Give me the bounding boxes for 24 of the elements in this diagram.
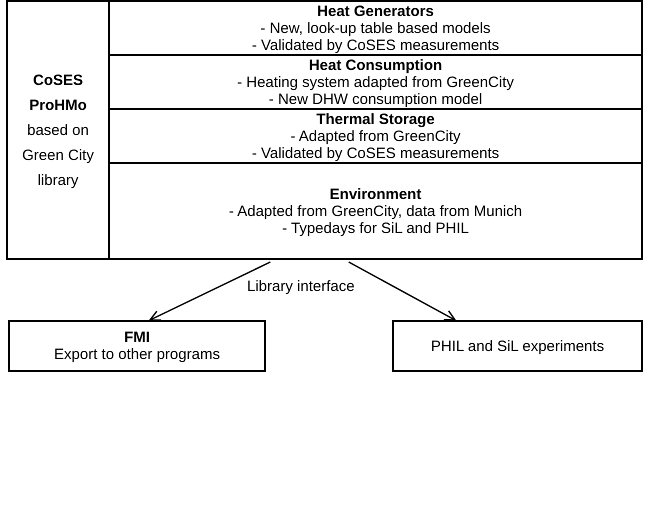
heading: Environment <box>330 186 422 202</box>
heading: Thermal Storage <box>316 110 435 128</box>
table-frame <box>6 0 643 260</box>
heading: Heat Generators <box>317 2 434 20</box>
text: PHIL and SiL experiments <box>430 338 604 354</box>
text: based on Green City library <box>21 120 95 190</box>
text: - Validated by CoSES measurements <box>252 144 500 162</box>
text: - Validated by CoSES measurements <box>252 36 500 54</box>
text: - Adapted from GreenCity <box>290 128 461 144</box>
output-box <box>392 320 643 372</box>
text: - New DHW consumption model <box>268 90 482 108</box>
text: - Heating system adapted from GreenCity <box>237 74 514 90</box>
heading: FMI <box>124 329 150 346</box>
arrow <box>348 261 456 321</box>
section-cell <box>108 108 643 162</box>
text: - Adapted from GreenCity, data from Munich <box>228 202 522 220</box>
output-box <box>8 320 266 372</box>
section-cell <box>108 54 643 108</box>
interface-label: Library interface <box>245 278 357 295</box>
text: - Typedays for SiL and PHIL <box>282 220 469 236</box>
text: Export to other programs <box>54 346 220 363</box>
text: - New, look-up table based models <box>260 20 491 36</box>
arrow <box>149 261 271 321</box>
heading: Heat Consumption <box>308 56 442 74</box>
